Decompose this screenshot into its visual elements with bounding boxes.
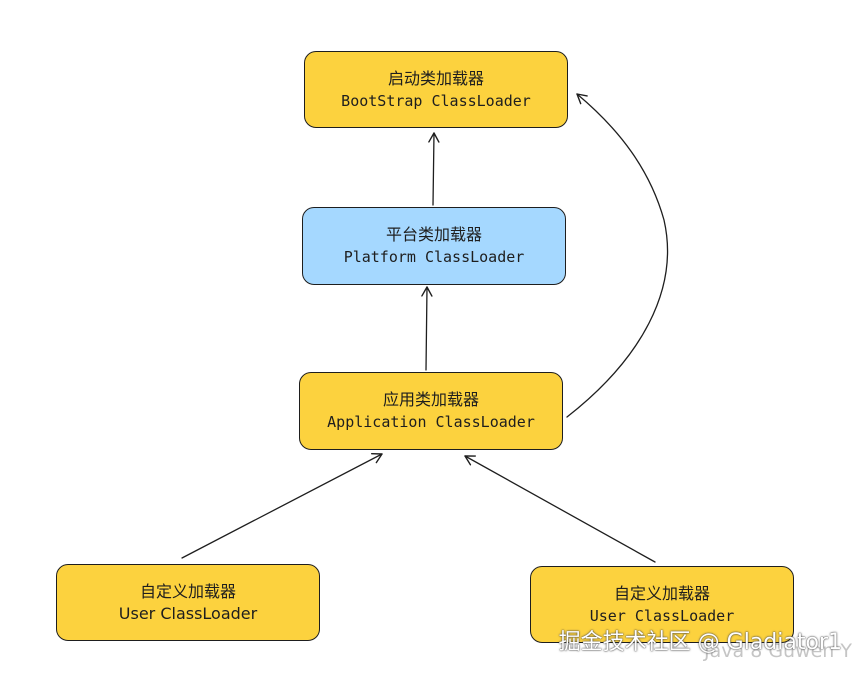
user-classloader-node-right: 自定义加载器 User ClassLoader: [530, 566, 794, 643]
application-title: 应用类加载器: [382, 390, 479, 409]
platform-classloader-node: 平台类加载器 Platform ClassLoader: [302, 207, 566, 285]
user-classloader-node-left: 自定义加载器 User ClassLoader: [56, 564, 320, 641]
edge-application-to-platform: [421, 286, 433, 371]
edge-user-right-to-application: [464, 455, 656, 563]
bootstrap-title: 启动类加载器: [387, 68, 484, 88]
user-left-title: 自定义加载器: [139, 581, 236, 601]
edge-user-left-to-application: [181, 453, 383, 559]
watermark-secondary: Java 8 Guwen Y: [704, 640, 852, 662]
edge-application-to-bootstrap: [566, 93, 669, 418]
edge-platform-to-bootstrap: [428, 132, 440, 206]
platform-title: 平台类加载器: [385, 225, 482, 244]
application-classloader-node: 应用类加载器 Application ClassLoader: [299, 372, 563, 450]
bootstrap-subtitle: BootStrap ClassLoader: [341, 91, 531, 110]
user-right-title: 自定义加载器: [613, 583, 710, 603]
bootstrap-classloader-node: 启动类加载器 BootStrap ClassLoader: [304, 51, 568, 128]
user-right-subtitle: User ClassLoader: [589, 606, 735, 625]
watermark-primary: 掘金技术社区 @ Gladiator1: [558, 630, 842, 655]
user-left-subtitle: User ClassLoader: [118, 603, 258, 623]
application-subtitle: Application ClassLoader: [327, 413, 535, 431]
platform-subtitle: Platform ClassLoader: [343, 248, 525, 266]
